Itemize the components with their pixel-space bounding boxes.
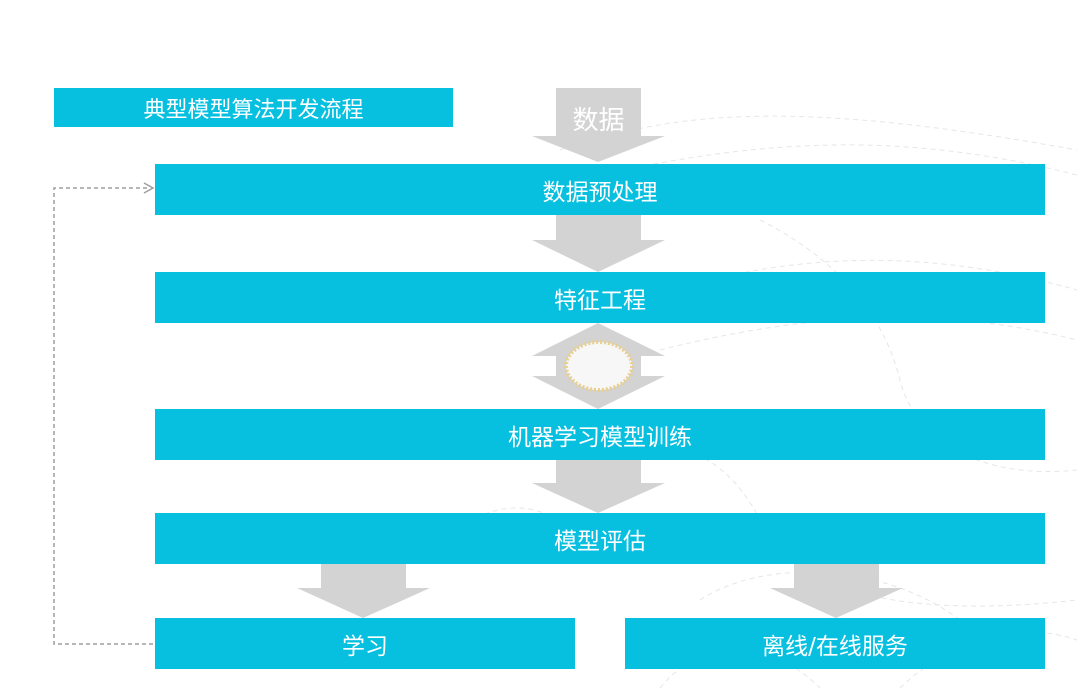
feedback-arrow-icon [53, 182, 155, 645]
step-feature-engineering: 特征工程 [155, 272, 1045, 323]
down-arrow-1 [532, 215, 665, 272]
down-arrow-2 [532, 460, 665, 513]
step-learning: 学习 [155, 618, 575, 669]
step-model-training: 机器学习模型训练 [155, 409, 1045, 460]
dotted-ellipse-icon [564, 340, 634, 392]
down-arrow-learning [297, 564, 430, 618]
data-input-arrow [532, 88, 665, 162]
diagram-title: 典型模型算法开发流程 [54, 88, 453, 127]
down-arrow-serving [770, 564, 903, 618]
step-data-preprocessing: 数据预处理 [155, 164, 1045, 215]
step-serving: 离线/在线服务 [625, 618, 1045, 669]
step-model-evaluation: 模型评估 [155, 513, 1045, 564]
data-input-label: 数据 [572, 105, 625, 136]
